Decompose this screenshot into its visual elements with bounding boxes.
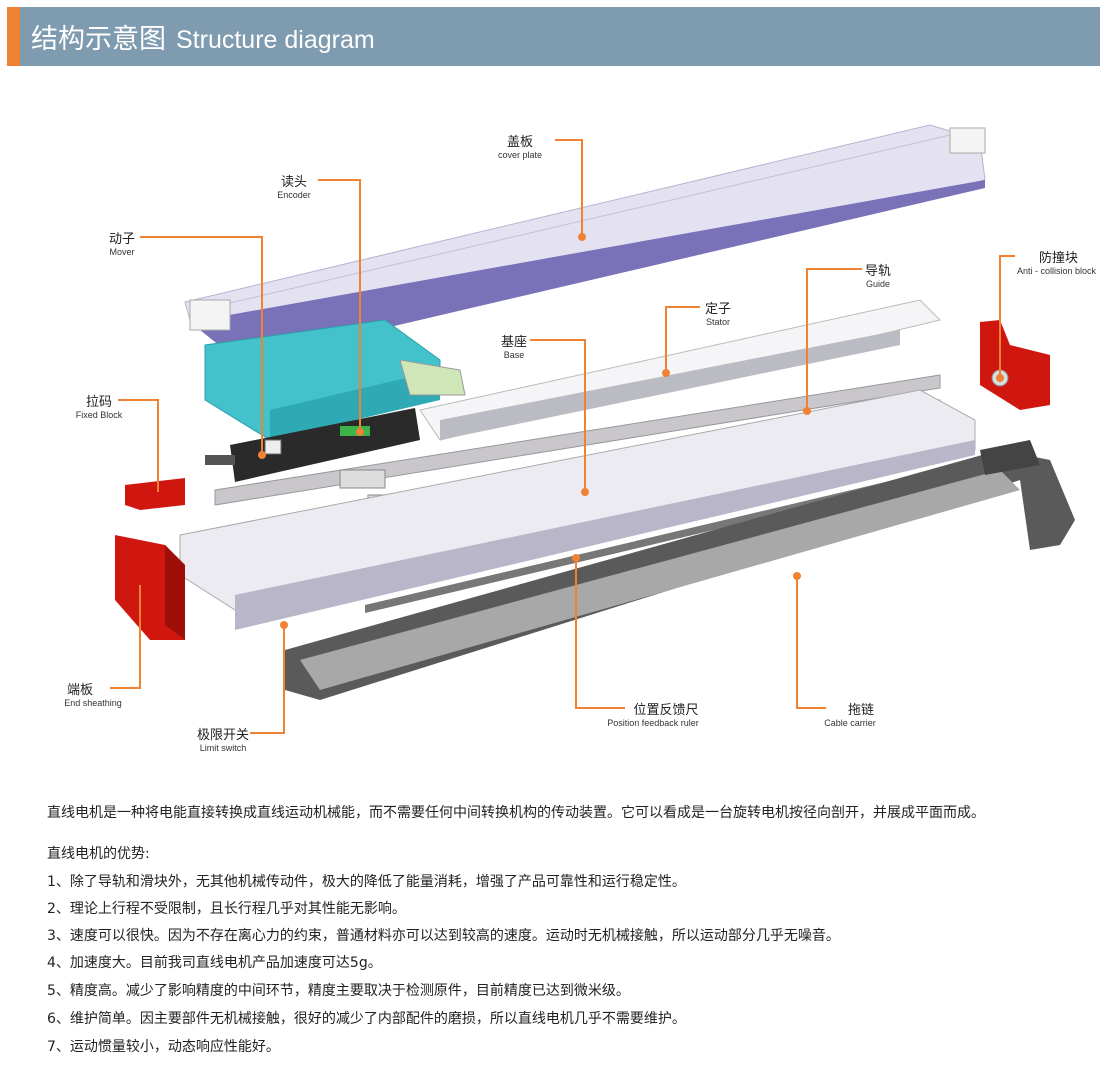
- stator-part: [419, 299, 941, 441]
- advantage-item: 5、精度高。减少了影响精度的中间环节，精度主要取决于检测原件，目前精度已达到微米…: [47, 983, 630, 999]
- advantage-item: 1、除了导轨和滑块外，无其他机械传动件，极大的降低了能量消耗，增强了产品可靠性和…: [47, 874, 686, 890]
- advantage-item: 6、维护简单。因主要部件无机械接触，很好的减少了内部配件的磨损，所以直线电机几乎…: [47, 1011, 686, 1027]
- anti-collision-block-part: [980, 320, 1050, 410]
- leader-lines: [110, 139, 1015, 734]
- advantage-item: 4、加速度大。目前我司直线电机产品加速度可达5g。: [47, 955, 382, 971]
- title-en: Structure diagram: [176, 26, 375, 54]
- mover-part: [204, 319, 466, 441]
- advantage-item: 7、运动惯量较小，动态响应性能好。: [47, 1039, 280, 1055]
- fixed-block-part: [125, 478, 185, 510]
- header-accent-bar: [7, 7, 20, 66]
- exploded-structure-diagram: [110, 124, 1075, 734]
- advantage-item: 2、理论上行程不受限制，且长行程几乎对其性能无影响。: [47, 901, 406, 917]
- advantages-title: 直线电机的优势:: [47, 846, 150, 862]
- leader-dots: [258, 233, 1004, 629]
- encoder-part: [205, 408, 420, 482]
- cable-carrier-part: [285, 440, 1075, 700]
- cover-plate-part: [184, 124, 986, 362]
- section-title: 结构示意图 Structure diagram: [31, 17, 375, 56]
- intro-paragraph: 直线电机是一种将电能直接转换成直线运动机械能，而不需要任何中间转换机构的传动装置…: [47, 805, 985, 821]
- end-sheathing-part: [115, 535, 185, 640]
- section-header: 结构示意图 Structure diagram: [7, 7, 1100, 66]
- title-cn: 结构示意图: [31, 24, 166, 55]
- advantage-item: 3、速度可以很快。因为不存在离心力的约束，普通材料亦可以达到较高的速度。运动时无…: [47, 928, 840, 944]
- feedback-ruler-part: [365, 475, 915, 613]
